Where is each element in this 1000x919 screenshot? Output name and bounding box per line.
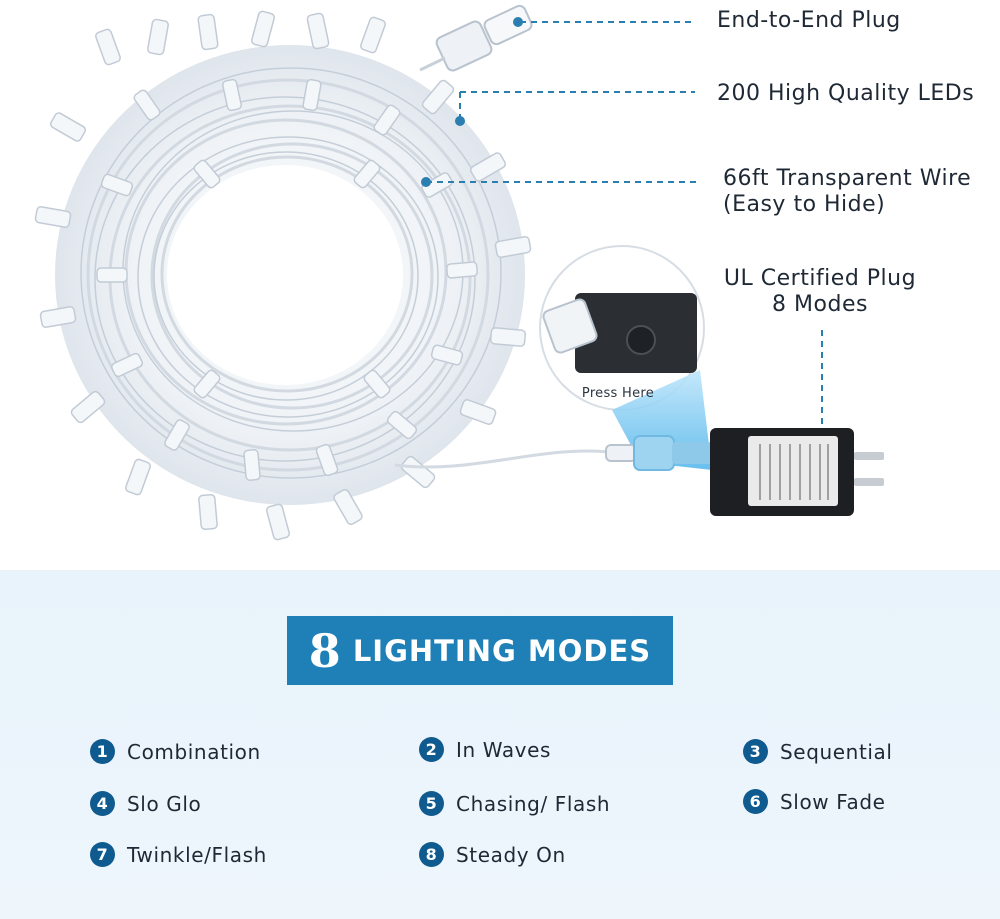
mode-label: Combination bbox=[127, 739, 261, 764]
mode-item: 7 Twinkle/Flash bbox=[90, 842, 267, 867]
mode-label: Slow Fade bbox=[780, 789, 886, 814]
banner-number: 8 bbox=[308, 623, 341, 678]
mode-label: Twinkle/Flash bbox=[127, 842, 267, 867]
led-string-coil-image bbox=[34, 4, 884, 541]
mode-number-badge: 3 bbox=[743, 739, 768, 764]
mode-number-badge: 7 bbox=[90, 842, 115, 867]
callout-plug-line1: UL Certified Plug bbox=[723, 266, 917, 291]
lighting-modes-banner: 8 LIGHTING MODES bbox=[287, 616, 673, 685]
mode-number-badge: 4 bbox=[90, 791, 115, 816]
mode-label: Sequential bbox=[780, 739, 893, 764]
callout-wire-line2: (Easy to Hide) bbox=[723, 192, 886, 217]
mode-item: 8 Steady On bbox=[419, 842, 566, 867]
mode-number-badge: 8 bbox=[419, 842, 444, 867]
mode-item: 3 Sequential bbox=[743, 739, 893, 764]
mode-number-badge: 2 bbox=[419, 737, 444, 762]
mode-label: Slo Glo bbox=[127, 791, 202, 816]
press-here-label: Press Here bbox=[581, 386, 655, 401]
callout-leds: 200 High Quality LEDs bbox=[717, 81, 975, 106]
callout-end-plug: End-to-End Plug bbox=[717, 8, 901, 33]
mode-item: 1 Combination bbox=[90, 739, 261, 764]
mode-number-badge: 1 bbox=[90, 739, 115, 764]
mode-number-badge: 5 bbox=[419, 791, 444, 816]
controller-plug-image bbox=[605, 428, 884, 516]
callout-plug-line2: 8 Modes bbox=[772, 292, 868, 317]
mode-item: 4 Slo Glo bbox=[90, 791, 201, 816]
mode-number-badge: 6 bbox=[743, 789, 768, 814]
banner-text: LIGHTING MODES bbox=[352, 633, 652, 668]
mode-label: Chasing/ Flash bbox=[456, 791, 611, 816]
callout-wire-line1: 66ft Transparent Wire bbox=[723, 166, 972, 191]
mode-item: 2 In Waves bbox=[419, 737, 551, 762]
mode-item: 5 Chasing/ Flash bbox=[419, 791, 610, 816]
mode-label: Steady On bbox=[456, 842, 566, 867]
press-button-icon bbox=[542, 293, 697, 373]
end-plug-image bbox=[419, 4, 533, 72]
mode-label: In Waves bbox=[456, 737, 552, 762]
mode-item: 6 Slow Fade bbox=[743, 789, 886, 814]
